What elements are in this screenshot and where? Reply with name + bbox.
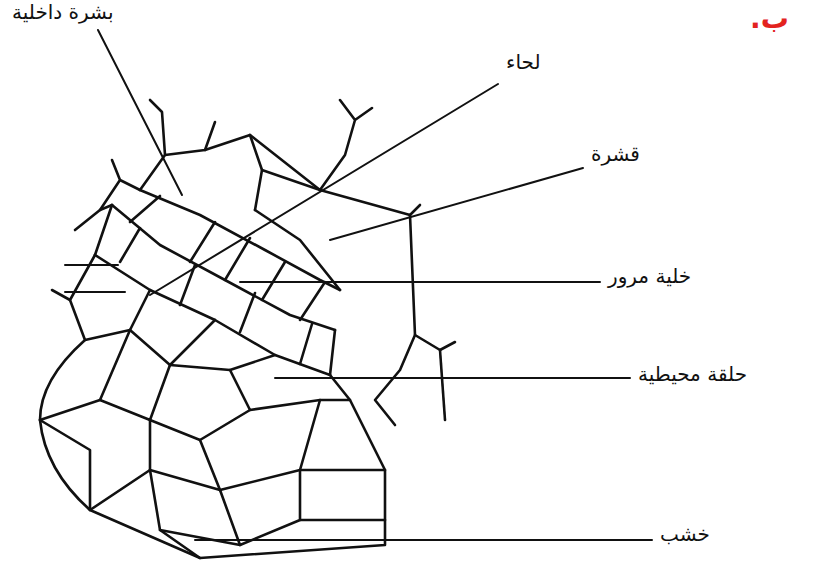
- leader-line: [275, 377, 630, 379]
- stele-cell: [90, 420, 150, 510]
- stele-cell: [160, 530, 240, 545]
- pericycle-wall: [95, 205, 335, 375]
- leader-line: [330, 168, 583, 240]
- part-label: بشرة داخلية: [10, 0, 115, 24]
- cortex-cell: [255, 210, 340, 290]
- stele-cell: [150, 470, 200, 558]
- stele-cell: [230, 370, 350, 410]
- cortex-cell: [320, 190, 420, 215]
- leader-line: [65, 291, 125, 293]
- part-label: حلقة محيطية: [636, 362, 749, 386]
- part-label: قشرة: [589, 142, 642, 166]
- stele-cell: [300, 519, 385, 522]
- endodermis-wall: [130, 196, 325, 320]
- part-label: خلية مرور: [606, 264, 693, 288]
- leader-line: [240, 281, 600, 283]
- stele-outline: [40, 255, 385, 558]
- part-label: لحاء: [504, 50, 543, 74]
- leader-line: [65, 264, 118, 266]
- cortex-cell: [205, 122, 215, 150]
- figure-letter: ب.: [748, 2, 791, 36]
- stele-cell: [220, 470, 300, 545]
- stele-cell: [150, 470, 220, 490]
- cortex-cell: [262, 170, 320, 190]
- cortex-cell: [375, 335, 415, 425]
- stele-cell: [200, 400, 320, 490]
- stele-cell: [130, 320, 215, 365]
- cortex-cell: [440, 350, 445, 420]
- endodermis-wall: [112, 205, 335, 330]
- cortex-cell: [100, 160, 140, 210]
- leader-line: [98, 30, 182, 195]
- stele-cell: [170, 355, 275, 370]
- leader-lines: [65, 30, 652, 540]
- cortex-cell: [250, 100, 372, 190]
- stele-cell: [150, 410, 250, 440]
- cell-walls: [40, 100, 455, 558]
- stele-cell: [300, 469, 385, 472]
- stele-cell: [40, 420, 90, 510]
- stele-cell: [85, 290, 150, 340]
- part-label: خشب: [658, 522, 712, 546]
- stele-cell: [100, 365, 170, 420]
- leader-line: [150, 84, 498, 295]
- leader-line: [195, 539, 652, 541]
- pericycle-wall: [95, 255, 330, 375]
